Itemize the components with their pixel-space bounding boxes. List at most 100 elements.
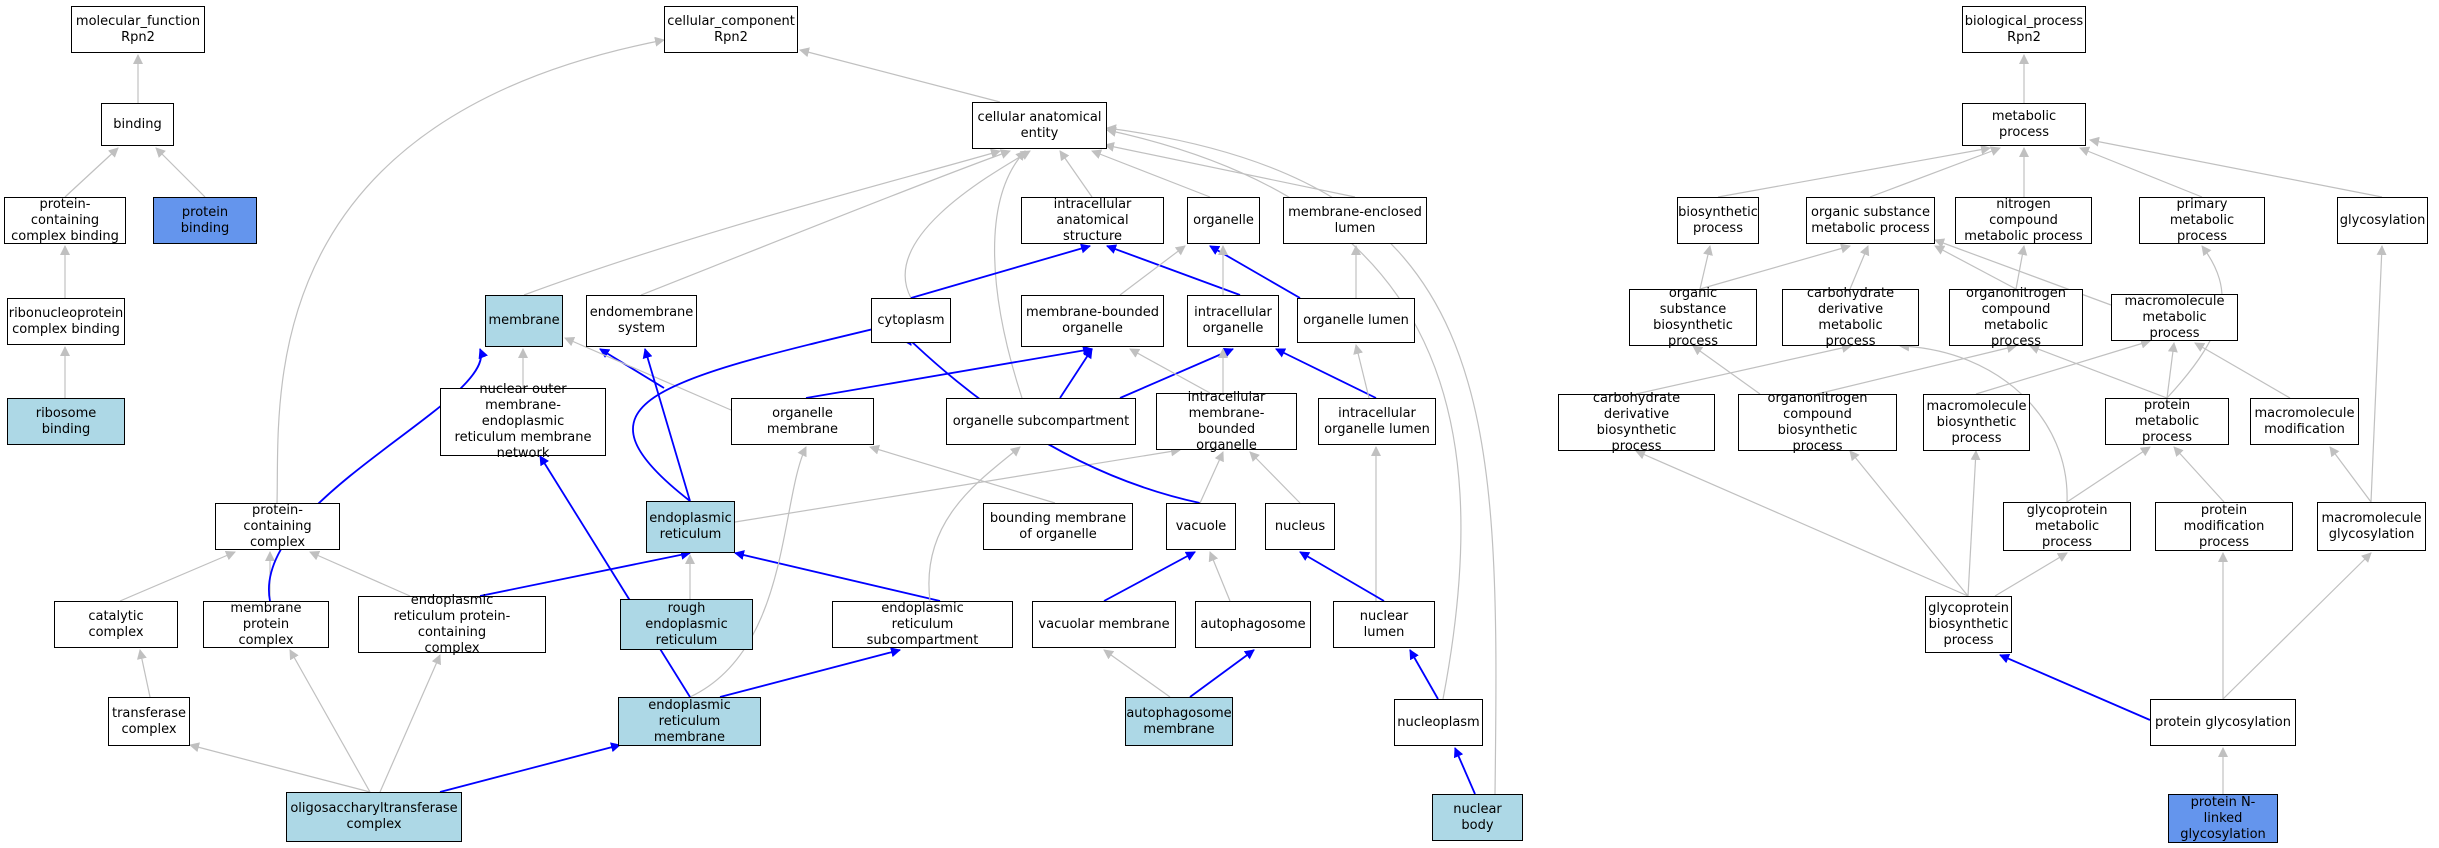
node-primary-metabolic-process[interactable]: primary metabolic process (2139, 197, 2265, 244)
node-protein-modification-process[interactable]: protein modification process (2155, 502, 2293, 551)
edge-is-a (1119, 245, 1186, 296)
edge-is-a (1106, 127, 1462, 700)
node-protein-n-linked-glycosylation[interactable]: protein N-linked glycosylation (2168, 794, 2278, 843)
node-intracellular-organelle[interactable]: intracellular organelle (1187, 295, 1279, 347)
edge-is-a (1975, 338, 2151, 395)
node-autophagosome[interactable]: autophagosome (1195, 601, 1311, 648)
edge-is-a (799, 47, 1001, 103)
edge-part-of (439, 742, 621, 793)
edge-is-a (64, 147, 119, 198)
edge-is-a (2222, 552, 2372, 700)
node-glycoprotein-metabolic-process[interactable]: glycoprotein metabolic process (2003, 502, 2131, 551)
edge-is-a (119, 550, 236, 602)
edge-part-of (1409, 649, 1439, 700)
node-nucleus[interactable]: nucleus (1265, 503, 1335, 550)
node-organelle-subcompartment[interactable]: organelle subcompartment (946, 398, 1136, 445)
edge-part-of (642, 348, 691, 502)
node-membrane-enclosed-lumen[interactable]: membrane-enclosed lumen (1283, 197, 1427, 244)
node-protein-containing-complex[interactable]: protein-containing complex (215, 503, 340, 550)
edge-is-a (1994, 552, 2068, 597)
node-er-subcompartment[interactable]: endoplasmic reticulum subcompartment (832, 601, 1013, 648)
edge-is-a (1849, 450, 1969, 597)
edge-is-a (1692, 345, 1761, 395)
node-er-protein-containing-complex[interactable]: endoplasmic reticulum protein-containing… (358, 593, 546, 656)
node-endomembrane-system[interactable]: endomembrane system (586, 295, 697, 347)
node-carbohydrate-derivative-metabolic-process[interactable]: carbohydrate derivative metabolic proces… (1782, 286, 1919, 349)
node-organic-substance-metabolic-process[interactable]: organic substance metabolic process (1806, 197, 1935, 244)
node-autophagosome-membrane[interactable]: autophagosome membrane (1125, 697, 1233, 746)
node-macromolecule-metabolic-process[interactable]: macromolecule metabolic process (2111, 294, 2238, 341)
edge-is-a (1059, 150, 1093, 198)
node-transferase-complex[interactable]: transferase complex (108, 697, 190, 746)
node-oligosaccharyltransferase-complex[interactable]: oligosaccharyltransferase complex (286, 792, 462, 842)
edge-is-a (1208, 551, 1231, 602)
node-molecular-function-rpn2[interactable]: molecular_function Rpn2 (71, 6, 205, 53)
edge-part-of (1106, 244, 1241, 296)
edge-part-of (479, 549, 691, 597)
node-organic-substance-biosynthetic-process[interactable]: organic substance biosynthetic process (1629, 286, 1757, 349)
edge-is-a (2194, 342, 2291, 399)
edge-part-of (719, 647, 901, 698)
edge-is-a (1699, 245, 1713, 290)
node-nuclear-outer-membrane-er-network[interactable]: nuclear outer membrane-endoplasmic retic… (440, 382, 606, 461)
edge-is-a (1103, 649, 1171, 698)
edge-is-a (1091, 149, 1211, 198)
node-macromolecule-glycosylation[interactable]: macromolecule glycosylation (2317, 502, 2426, 551)
node-nitrogen-compound-metabolic-process[interactable]: nitrogen compound metabolic process (1955, 197, 2092, 244)
edge-is-a (689, 446, 807, 698)
edge-is-a (928, 446, 1021, 602)
node-membrane-bounded-organelle[interactable]: membrane-bounded organelle (1021, 295, 1164, 347)
node-protein-glycosylation[interactable]: protein glycosylation (2150, 699, 2296, 746)
node-biological-process-rpn2[interactable]: biological_process Rpn2 (1962, 6, 2086, 53)
node-rough-endoplasmic-reticulum[interactable]: rough endoplasmic reticulum (620, 599, 753, 650)
edge-is-a (379, 654, 441, 793)
node-ribosome-binding[interactable]: ribosome binding (7, 398, 125, 445)
edge-is-a (734, 446, 1181, 523)
edge-is-a (640, 149, 1011, 296)
edge-is-a (904, 150, 1031, 299)
edge-is-a (1699, 243, 1851, 290)
node-organelle[interactable]: organelle (1187, 197, 1260, 244)
node-cellular-anatomical-entity[interactable]: cellular anatomical entity (972, 102, 1107, 149)
node-organonitrogen-compound-metabolic-process[interactable]: organonitrogen compound metabolic proces… (1949, 286, 2083, 349)
node-organelle-membrane[interactable]: organelle membrane (731, 398, 874, 445)
node-endoplasmic-reticulum[interactable]: endoplasmic reticulum (646, 501, 735, 553)
node-nuclear-lumen[interactable]: nuclear lumen (1333, 601, 1435, 648)
node-carbohydrate-derivative-biosynthetic-process[interactable]: carbohydrate derivative biosynthetic pro… (1558, 391, 1715, 454)
node-nucleoplasm[interactable]: nucleoplasm (1394, 699, 1483, 746)
node-organelle-lumen[interactable]: organelle lumen (1297, 298, 1415, 343)
edge-is-a (1849, 245, 1870, 290)
edge-is-a (2066, 446, 2151, 503)
node-macromolecule-biosynthetic-process[interactable]: macromolecule biosynthetic process (1923, 394, 2030, 451)
node-cellular-component-rpn2[interactable]: cellular_component Rpn2 (664, 6, 798, 53)
node-protein-binding[interactable]: protein binding (153, 197, 257, 244)
node-protein-containing-complex-binding[interactable]: protein-containing complex binding (4, 197, 126, 244)
node-glycoprotein-biosynthetic-process[interactable]: glycoprotein biosynthetic process (1925, 596, 2012, 653)
node-catalytic-complex[interactable]: catalytic complex (54, 601, 178, 648)
edge-is-a (1717, 144, 1991, 198)
node-vacuolar-membrane[interactable]: vacuolar membrane (1032, 601, 1176, 648)
edge-is-a (276, 36, 665, 504)
node-intracellular-organelle-lumen[interactable]: intracellular organelle lumen (1318, 398, 1436, 445)
node-ribonucleoprotein-complex-binding[interactable]: ribonucleoprotein complex binding (7, 298, 125, 345)
node-bounding-membrane-of-organelle[interactable]: bounding membrane of organelle (983, 503, 1133, 550)
node-metabolic-process[interactable]: metabolic process (1962, 103, 2086, 146)
edge-is-a (289, 649, 371, 793)
edge-is-a (1104, 141, 1356, 198)
node-biosynthetic-process[interactable]: biosynthetic process (1677, 197, 1759, 244)
node-protein-metabolic-process[interactable]: protein metabolic process (2105, 398, 2229, 445)
node-macromolecule-modification[interactable]: macromolecule modification (2250, 398, 2359, 445)
node-intracellular-membrane-bounded-organelle[interactable]: intracellular membrane-bounded organelle (1156, 390, 1297, 453)
edge-is-a (189, 742, 371, 793)
node-glycosylation[interactable]: glycosylation (2337, 197, 2428, 244)
node-cytoplasm[interactable]: cytoplasm (871, 298, 951, 343)
edge-is-a (993, 150, 1026, 399)
node-binding[interactable]: binding (101, 103, 174, 146)
node-membrane-protein-complex[interactable]: membrane protein complex (203, 601, 329, 648)
node-vacuole[interactable]: vacuole (1166, 503, 1236, 550)
node-intracellular-anatomical-structure[interactable]: intracellular anatomical structure (1021, 197, 1164, 244)
node-organonitrogen-compound-biosynthetic-process[interactable]: organonitrogen compound biosynthetic pro… (1738, 391, 1897, 454)
node-nuclear-body[interactable]: nuclear body (1432, 794, 1523, 841)
node-er-membrane[interactable]: endoplasmic reticulum membrane (618, 697, 761, 746)
node-membrane[interactable]: membrane (485, 295, 563, 347)
